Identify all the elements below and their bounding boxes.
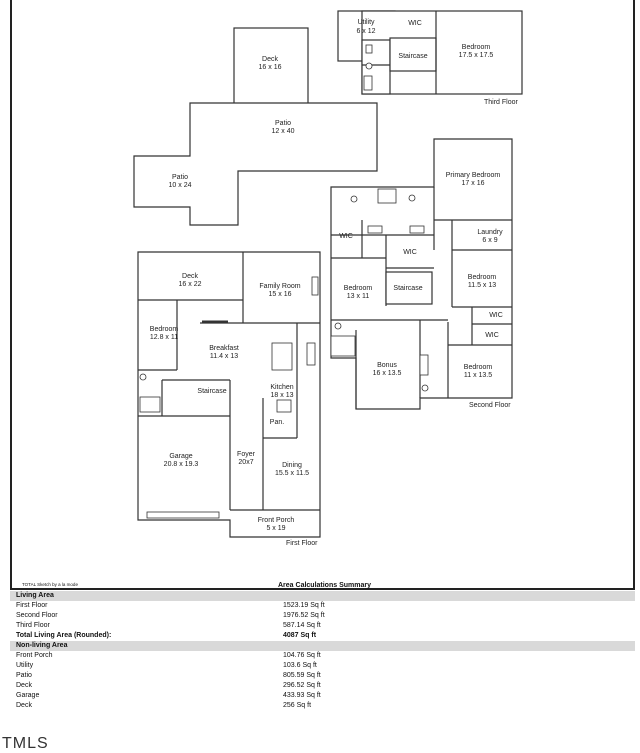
first-family-room-dims: 15 x 16 [269, 291, 292, 298]
second-floor-label: Second Floor [469, 402, 511, 409]
summary-title: Area Calculations Summary [278, 582, 371, 589]
patio-large-dims: 12 x 40 [272, 128, 295, 135]
second-bonus-dims: 16 x 13.5 [373, 370, 402, 377]
second-laundry-dims: 6 x 9 [482, 237, 497, 244]
first-breakfast-dims: 11.4 x 13 [210, 353, 238, 360]
first-floor-label: First Floor [286, 540, 318, 547]
first-family-room-label: Family Room [259, 283, 300, 290]
first-foyer-dims: 20x7 [238, 459, 253, 466]
first-floor: Deck 16 x 22 Family Room 15 x 16 Bedroom… [137, 251, 321, 547]
second-bonus-label: Bonus [377, 362, 397, 369]
deck-upper-dims: 16 x 16 [259, 64, 282, 71]
first-breakfast-label: Breakfast [209, 345, 239, 352]
first-foyer-label: Foyer [237, 451, 256, 458]
second-wic-center-label: WIC [403, 249, 417, 256]
living-area-header: Living Area [10, 591, 635, 601]
patio-small-dims: 10 x 24 [169, 182, 192, 189]
first-garage-dims: 20.8 x 19.3 [164, 461, 199, 468]
total-living-row: Total Living Area (Rounded):4087 Sq ft [16, 632, 317, 639]
second-primary-bedroom-label: Primary Bedroom [446, 172, 501, 179]
second-bedroom-b-label: Bedroom [468, 274, 497, 281]
first-staircase-label: Staircase [197, 388, 226, 395]
first-kitchen-label: Kitchen [270, 384, 293, 391]
first-pantry-label: Pan. [270, 419, 284, 426]
second-laundry-label: Laundry [477, 229, 503, 236]
third-staircase-label: Staircase [398, 53, 427, 60]
second-bedroom-c-dims: 11 x 13.5 [464, 372, 492, 379]
third-utility-label: Utility [357, 19, 375, 26]
second-staircase-label: Staircase [393, 285, 422, 292]
second-wic-left-label: WIC [339, 233, 353, 240]
patio-small-label: Patio [172, 174, 188, 181]
first-bedroom-label: Bedroom [150, 326, 179, 333]
second-bedroom-c-label: Bedroom [464, 364, 493, 371]
second-bedroom-b-dims: 11.5 x 13 [468, 282, 496, 289]
deck-upper-label: Deck [262, 56, 278, 63]
third-floor: Utility 6 x 12 WIC Staircase Bedroom 17.… [337, 10, 523, 106]
first-front-porch-dims: 5 x 19 [266, 525, 285, 532]
first-dining-dims: 15.5 x 11.5 [275, 470, 309, 477]
first-deck-label: Deck [182, 273, 198, 280]
second-wic-right-a-label: WIC [489, 312, 503, 319]
first-deck-dims: 16 x 22 [179, 281, 202, 288]
third-utility-dims: 6 x 12 [356, 28, 375, 35]
second-wic-right-b-label: WIC [485, 332, 499, 339]
first-kitchen-dims: 18 x 13 [271, 392, 294, 399]
third-bedroom-dims: 17.5 x 17.5 [459, 52, 494, 59]
first-dining-label: Dining [282, 462, 302, 469]
patio-large-label: Patio [275, 120, 291, 127]
nonliving-area-header: Non-living Area [10, 641, 635, 651]
first-bedroom-dims: 12.8 x 11 [150, 334, 178, 341]
third-bedroom-label: Bedroom [462, 44, 491, 51]
second-bedroom-a-label: Bedroom [344, 285, 373, 292]
second-primary-bedroom-dims: 17 x 16 [462, 180, 485, 187]
third-wic-label: WIC [408, 20, 422, 27]
second-bedroom-a-dims: 13 x 11 [347, 293, 370, 300]
first-garage-label: Garage [169, 453, 192, 460]
sketch-note: TOTAL Sketch by a la mode [22, 582, 78, 587]
second-floor: Primary Bedroom 17 x 16 WIC WIC Laundry … [330, 138, 513, 410]
first-front-porch-label: Front Porch [258, 517, 295, 524]
outdoor-areas: Deck 16 x 16 Patio 12 x 40 Patio 10 x 24 [133, 27, 378, 226]
plan-frame [10, 0, 635, 590]
mls-logo: TMLS [2, 735, 49, 752]
floor-plan: Utility 6 x 12 WIC Staircase Bedroom 17.… [133, 10, 523, 547]
third-floor-label: Third Floor [484, 99, 519, 106]
